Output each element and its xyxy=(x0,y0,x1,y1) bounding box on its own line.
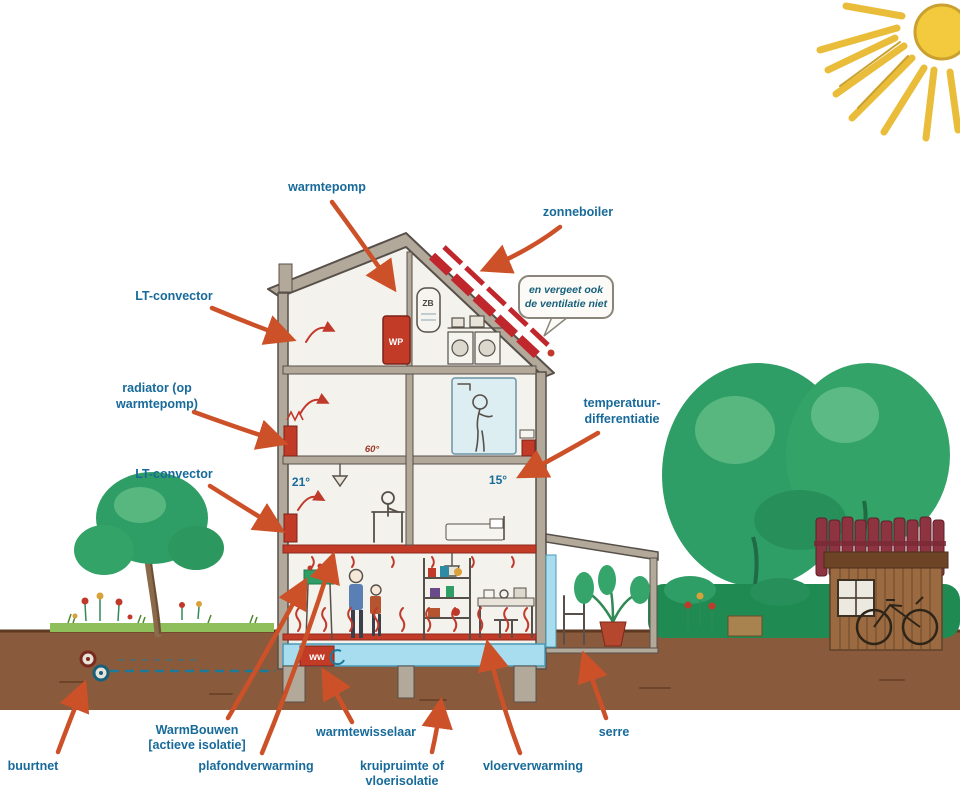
arrow-warmtewisselaar xyxy=(321,667,355,725)
floor-heating-band xyxy=(282,633,537,641)
arrow-kruipruimte xyxy=(421,696,453,755)
label-radiator-2: warmtepomp) xyxy=(115,397,198,411)
arrow-temp-differentiatie xyxy=(516,430,601,479)
heat-flow-arrow xyxy=(299,393,330,415)
garden-flowers xyxy=(684,592,716,628)
convector-right xyxy=(521,439,536,457)
heat-pump-unit xyxy=(382,315,411,365)
serre-chair xyxy=(563,595,585,645)
foundation-pier-right xyxy=(513,665,537,703)
radiator-left xyxy=(283,425,298,457)
label-kruipruimte-1: kruipruimte of xyxy=(360,759,445,773)
right-garden xyxy=(648,363,960,651)
temp-15-label: 15° xyxy=(489,473,507,487)
ceiling-heating-band xyxy=(282,544,537,554)
left-garden xyxy=(50,472,274,638)
arrow-buurtnet xyxy=(55,679,90,755)
serre-roof xyxy=(545,533,659,561)
crawl-space: ww xyxy=(299,645,345,667)
serre-wall xyxy=(649,557,658,651)
sun xyxy=(816,2,960,142)
attic-contents: WP ZB xyxy=(305,287,503,365)
heat-flow-arrow xyxy=(305,321,336,343)
label-radiator-1: radiator (op xyxy=(122,381,192,395)
arrow-serre xyxy=(577,650,609,721)
grass-strip xyxy=(50,623,274,632)
label-warmbouwen-2: [actieve isolatie] xyxy=(148,738,245,752)
solar-boiler-tank xyxy=(416,287,441,333)
sink xyxy=(519,429,535,439)
label-lt-convector-bottom: LT-convector xyxy=(135,467,213,481)
heat-exchanger-text: ww xyxy=(308,652,325,663)
arrow-lt-convector-bottom xyxy=(207,483,286,533)
floor-heat-squiggles xyxy=(295,607,530,632)
right-wall xyxy=(535,371,547,670)
attic-post xyxy=(406,251,413,367)
arrow-radiator xyxy=(191,409,289,450)
laundry-machines xyxy=(447,315,503,365)
arrow-plafondverwarming xyxy=(259,551,340,756)
arrow-zonneboiler xyxy=(479,224,563,274)
flower-bed xyxy=(72,592,202,622)
label-temp-diff-2: differentiatie xyxy=(584,412,659,426)
label-warmtewisselaar: warmtewisselaar xyxy=(315,725,416,739)
label-warmtepomp: warmtepomp xyxy=(287,180,366,194)
arrow-lt-convector-top xyxy=(209,305,297,345)
label-lt-convector-top: LT-convector xyxy=(135,289,213,303)
bird xyxy=(547,349,555,357)
solar-boiler-text: ZB xyxy=(422,298,433,308)
serre-extension xyxy=(545,533,659,654)
left-tree xyxy=(74,472,224,638)
temp-21-label: 21° xyxy=(292,475,310,489)
serre-floor xyxy=(545,647,659,654)
shower xyxy=(451,377,517,455)
arrow-warmbouwen xyxy=(225,577,308,721)
third-floor-contents: 21° 15° xyxy=(283,463,507,543)
circulation-arrow xyxy=(329,649,345,666)
second-floor-contents: 60° xyxy=(283,377,536,457)
heat-flow-arrow xyxy=(297,489,326,511)
annotation-arrows xyxy=(55,199,609,756)
lt-convector-lower-unit xyxy=(283,513,298,543)
desk-and-person xyxy=(371,491,405,543)
chimney xyxy=(278,263,293,293)
arrow-vloerverwarming xyxy=(477,639,523,756)
shelving xyxy=(423,558,471,640)
bubble-line-1: en vergeet ook xyxy=(529,284,604,296)
label-buurtnet: buurtnet xyxy=(8,759,60,773)
temp-60-label: 60° xyxy=(365,444,380,455)
foundation-pier-mid xyxy=(397,665,415,699)
serre-water-wall xyxy=(545,554,557,648)
label-plafondverwarming: plafondverwarming xyxy=(198,759,313,773)
solar-collector-tubes xyxy=(442,245,550,347)
solar-collector-panels xyxy=(428,252,542,360)
bed xyxy=(445,516,505,541)
heat-pump-text: WP xyxy=(389,337,404,347)
bubble-line-2: de ventilatie niet xyxy=(525,298,608,310)
person-child xyxy=(370,584,382,636)
labels: warmtepomp zonneboiler LT-convector radi… xyxy=(8,180,661,788)
floor-slab-attic xyxy=(282,365,537,375)
label-warmbouwen-1: WarmBouwen xyxy=(156,723,239,737)
interior-wall xyxy=(405,373,414,546)
label-zonneboiler: zonneboiler xyxy=(543,205,613,219)
label-serre: serre xyxy=(599,725,630,739)
label-vloerverwarming: vloerverwarming xyxy=(483,759,583,773)
arrow-warmtepomp xyxy=(329,199,397,293)
hanging-lamp xyxy=(331,463,349,488)
shed-roof xyxy=(823,551,949,569)
serre-plant xyxy=(574,565,650,647)
district-heat-pipes xyxy=(79,650,276,682)
shed xyxy=(823,551,949,651)
label-temp-diff-1: temperatuur- xyxy=(583,396,660,410)
speech-bubble: en vergeet ook de ventilatie niet xyxy=(518,275,614,337)
wooden-crate xyxy=(727,615,763,637)
label-kruipruimte-2: vloerisolatie xyxy=(366,774,439,788)
bicycle xyxy=(855,596,939,646)
